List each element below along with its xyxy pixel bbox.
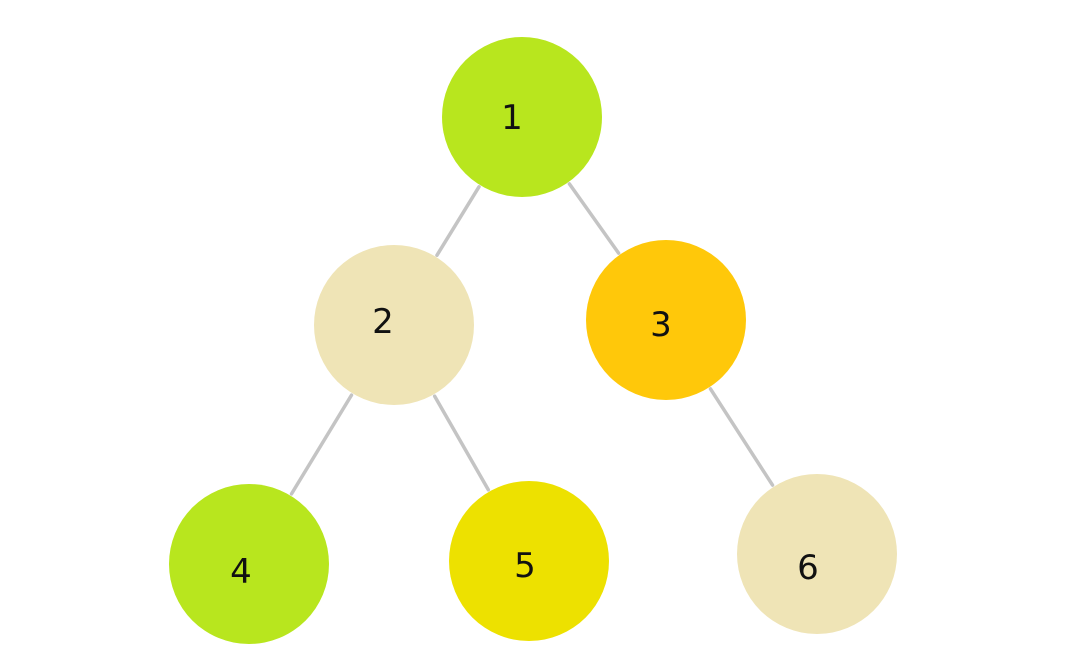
edge-3-6	[708, 387, 775, 487]
edge-1-3	[567, 182, 621, 255]
node-circle-1	[442, 37, 602, 197]
node-circle-2	[314, 245, 474, 405]
node-label-1: 1	[501, 98, 523, 138]
tree-node-3: 3	[586, 240, 746, 400]
node-label-3: 3	[650, 305, 672, 345]
edge-1-2	[435, 185, 481, 257]
tree-node-4: 4	[169, 484, 329, 644]
tree-node-1: 1	[442, 37, 602, 197]
node-circle-4	[169, 484, 329, 644]
tree-node-6: 6	[737, 474, 897, 634]
node-label-4: 4	[230, 552, 252, 592]
node-label-2: 2	[372, 302, 394, 342]
node-circle-3	[586, 240, 746, 400]
nodes-layer: 1 2 3 4 5 6	[169, 37, 897, 644]
node-circle-6	[737, 474, 897, 634]
tree-node-2: 2	[314, 245, 474, 405]
node-circle-5	[449, 481, 609, 641]
node-label-6: 6	[797, 548, 819, 588]
node-label-5: 5	[514, 546, 536, 586]
edges-layer	[289, 182, 775, 496]
tree-node-5: 5	[449, 481, 609, 641]
edge-2-5	[432, 394, 491, 492]
edge-2-4	[289, 393, 354, 496]
